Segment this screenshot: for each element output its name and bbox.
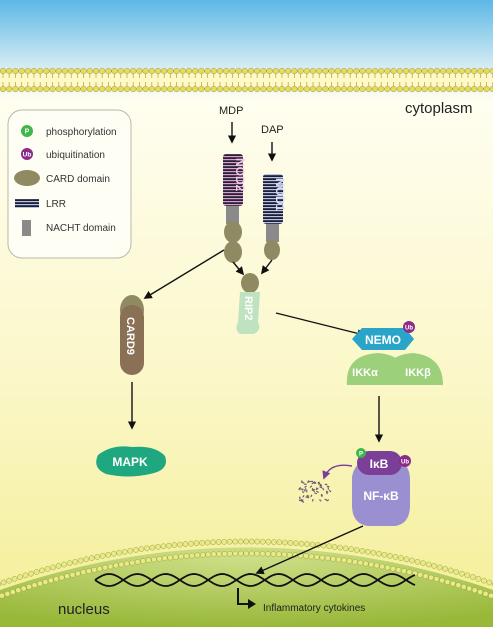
legend-label: phosphorylation [46, 127, 117, 138]
legend-item-card-domain: CARD domain [14, 170, 110, 186]
rip2-to-nemo-arrow [275, 312, 366, 338]
dap-label: DAP [261, 124, 284, 136]
lrr-icon [15, 199, 39, 208]
nemo-ubiquitination-badge [403, 321, 415, 333]
nod2-card-domain [224, 221, 242, 243]
svg-text:P: P [25, 129, 30, 136]
rip2-protein: RIP2 [236, 273, 260, 334]
legend-label: CARD domain [46, 174, 110, 185]
card-domain-icon [14, 170, 40, 186]
ikb-phosphorylation-badge [356, 448, 366, 458]
nod1-to-rip2-arrow [260, 259, 273, 275]
ikb-protein [357, 451, 402, 475]
mapk-protein: MAPK [96, 446, 166, 477]
nod2-lrr [223, 154, 243, 206]
ikb-degradation-arrow [322, 464, 353, 480]
dna-double-helix [94, 573, 416, 587]
nfkb-to-dna-arrow [255, 525, 364, 575]
nod1-card-domain [264, 240, 280, 260]
degraded-ikb-fragments [298, 480, 332, 503]
nfkb-label: NF-κB [363, 489, 399, 503]
ikb-ubiquitination-badge [399, 455, 411, 467]
legend-item-nacht-domain: NACHT domain [22, 220, 116, 236]
nacht-domain-icon [22, 220, 31, 236]
legend-label: NACHT domain [46, 223, 116, 234]
nod1-lrr [263, 174, 283, 224]
rip2-label: RIP2 [242, 296, 254, 320]
phosphorylation-icon [21, 125, 33, 137]
nuclear-membrane [0, 538, 493, 599]
ikk-beta-label: IKKβ [405, 367, 431, 379]
nucleus-label: nucleus [58, 601, 110, 618]
cytoplasm-label: cytoplasm [405, 100, 473, 117]
svg-text:P: P [359, 452, 363, 458]
legend-item-lrr: LRR [15, 199, 66, 210]
nod1-label: NOD1 [273, 178, 287, 212]
nfkb-complex: NF-κB IκB P Ub [352, 448, 411, 526]
card9-protein: CARD9 [120, 295, 144, 375]
ubiquitination-icon [21, 148, 33, 160]
legend-item-phosphorylation: P phosphorylation [21, 125, 117, 138]
nod2-label: NOD2 [233, 158, 247, 192]
nod2-card-domain [224, 241, 242, 263]
card9-label: CARD9 [124, 317, 136, 355]
rip2-body [236, 292, 260, 334]
nod1-receptor: NOD1 [263, 174, 287, 260]
ikb-label: IκB [370, 457, 389, 471]
plasma-membrane [0, 67, 493, 93]
legend-label: LRR [46, 199, 66, 210]
mdp-label: MDP [219, 105, 243, 117]
nod1-nacht [266, 224, 279, 242]
ikk-complex: IKKα IKKβ NEMO Ub [346, 321, 443, 385]
inflammatory-cytokines-label: Inflammatory cytokines [263, 603, 365, 614]
nod2-to-card9-arrow [143, 249, 225, 299]
nod2-to-rip2-arrow [232, 261, 245, 276]
svg-text:Ub: Ub [23, 152, 32, 159]
legend-item-ubiquitination: Ub ubiquitination [21, 148, 105, 161]
nod2-receptor: NOD2 [223, 154, 247, 263]
svg-text:Ub: Ub [401, 460, 409, 466]
ikk-beta-subunit [382, 353, 443, 385]
card9-body [120, 305, 144, 375]
nucleus-region [0, 547, 493, 627]
nemo-label: NEMO [365, 333, 401, 347]
mapk-label: MAPK [112, 455, 148, 469]
transcription-start-arrow [237, 588, 250, 605]
legend-label: ubiquitination [46, 150, 105, 161]
legend: P phosphorylation Ub ubiquitination CARD… [7, 109, 132, 259]
nemo-protein [352, 328, 414, 350]
nfkb-protein [352, 461, 410, 526]
svg-text:Ub: Ub [405, 326, 413, 332]
ikk-alpha-label: IKKα [352, 367, 378, 379]
nod2-nacht [226, 206, 239, 224]
rip2-card-domain [241, 273, 259, 293]
